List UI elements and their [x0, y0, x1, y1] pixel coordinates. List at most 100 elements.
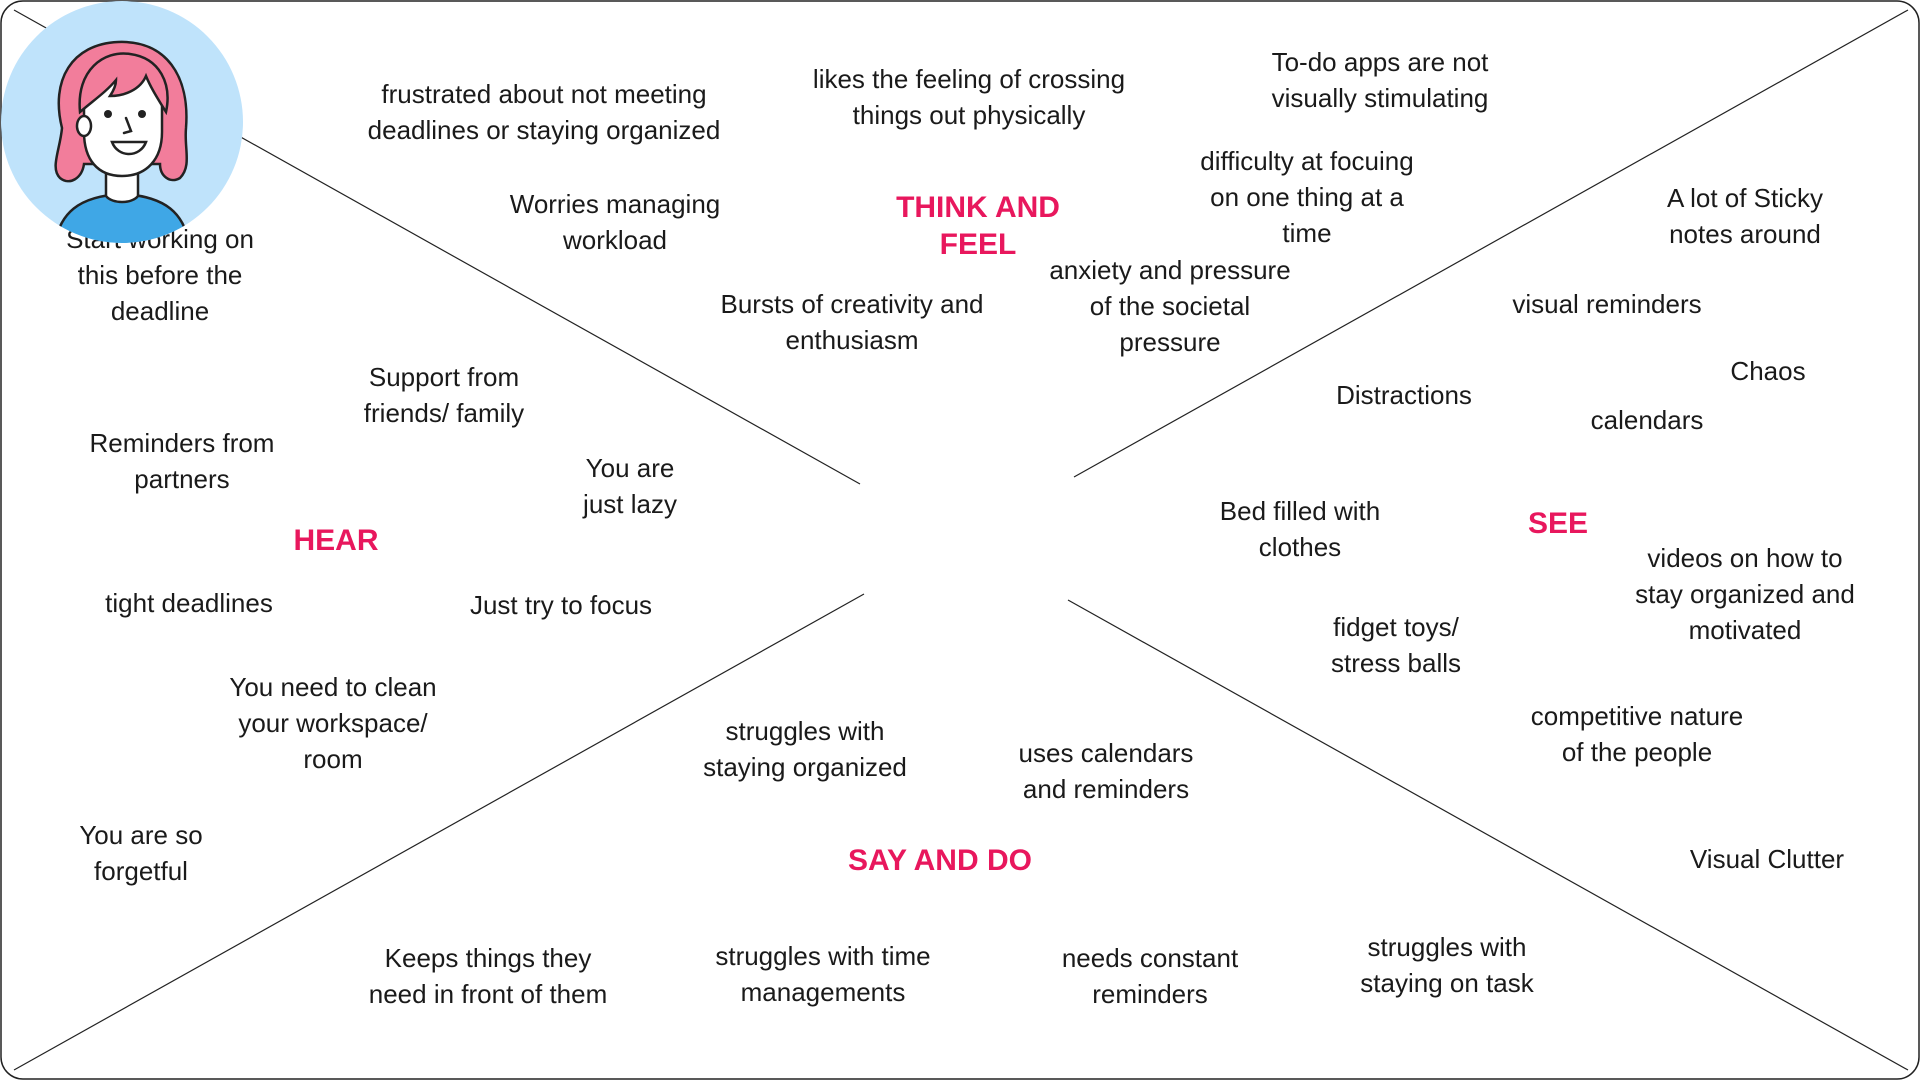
note-line: fidget toys/: [1333, 612, 1459, 642]
note-line: and reminders: [1022, 774, 1190, 804]
sticky-note: difficulty at focuing on one thing at a …: [1200, 143, 1413, 251]
note-line: Visual Clutter: [1689, 844, 1845, 874]
bangs-shape: [78, 52, 169, 116]
sticky-note: Visual Clutter: [1690, 841, 1844, 877]
note-line: on one thing at a: [1210, 182, 1404, 212]
hear-heading-line: HEAR: [293, 524, 379, 557]
note-line: deadlines or staying organized: [367, 115, 721, 145]
note-line: struggles with: [725, 716, 885, 746]
note-line: tight deadlines: [105, 588, 273, 618]
note-line: struggles with: [1367, 932, 1527, 962]
note-line: You need to clean: [229, 672, 437, 702]
note-line: room: [303, 744, 363, 774]
sticky-note: tight deadlines: [105, 585, 273, 621]
note-line: anxiety and pressure: [1049, 255, 1291, 285]
note-line: managements: [740, 977, 906, 1007]
note-line: visual reminders: [1512, 289, 1702, 319]
note-line: Bursts of creativity and: [720, 289, 984, 319]
note-line: difficulty at focuing: [1200, 146, 1414, 176]
note-line: Bed filled with: [1219, 496, 1381, 526]
note-line: staying organized: [703, 752, 907, 782]
note-line: Chaos: [1730, 356, 1806, 386]
note-line: You are so: [79, 820, 203, 850]
sticky-note: fidget toys/ stress balls: [1331, 609, 1461, 681]
hear-heading: HEAR: [293, 522, 378, 559]
note-line: just lazy: [583, 489, 677, 519]
sticky-note: struggles with staying on task: [1360, 929, 1533, 1001]
note-line: videos on how to: [1647, 543, 1843, 573]
eye-left: [104, 110, 112, 118]
sticky-note: You are just lazy: [583, 450, 677, 522]
note-line: need in front of them: [368, 979, 608, 1009]
eye-right: [138, 110, 146, 118]
note-line: forgetful: [94, 856, 188, 886]
sticky-note: struggles with staying organized: [703, 713, 907, 785]
note-line: A lot of Sticky: [1666, 183, 1824, 213]
note-line: You are: [585, 453, 675, 483]
note-line: Just try to focus: [469, 590, 653, 620]
sticky-note: Bursts of creativity and enthusiasm: [721, 286, 984, 358]
note-line: uses calendars: [1018, 738, 1194, 768]
sticky-note: You are so forgetful: [79, 817, 202, 889]
note-line: things out physically: [852, 100, 1086, 130]
note-line: motivated: [1688, 615, 1802, 645]
note-line: enthusiasm: [785, 325, 919, 355]
note-line: clothes: [1258, 532, 1342, 562]
note-line: reminders: [1092, 979, 1208, 1009]
note-line: workload: [562, 225, 668, 255]
note-line: Keeps things they: [384, 943, 592, 973]
note-line: of the people: [1561, 737, 1713, 767]
note-line: time: [1282, 218, 1332, 248]
think-feel-heading-line: FEEL: [939, 228, 1017, 261]
note-line: partners: [134, 464, 230, 494]
sticky-note: A lot of Sticky notes around: [1667, 180, 1823, 252]
mouth-shape: [110, 140, 148, 156]
sticky-note: You need to clean your workspace/ room: [229, 669, 436, 777]
note-line: calendars: [1590, 405, 1704, 435]
sticky-note: Bed filled with clothes: [1220, 493, 1380, 565]
divider-top-right: [1073, 9, 1909, 478]
note-line: frustrated about not meeting: [381, 79, 707, 109]
sticky-note: Just try to focus: [470, 587, 652, 623]
sticky-note: Support from friends/ family: [364, 359, 524, 431]
divider-bottom-right: [1067, 599, 1909, 1071]
sticky-note: anxiety and pressure of the societal pre…: [1049, 252, 1290, 360]
persona-avatar: [1, 1, 243, 243]
nose-shape: [122, 116, 133, 135]
note-line: Reminders from: [89, 428, 275, 458]
sticky-note: Chaos: [1730, 353, 1805, 389]
note-line: deadline: [110, 296, 210, 326]
sticky-note: Distractions: [1336, 377, 1472, 413]
sticky-note: videos on how to stay organized and moti…: [1635, 540, 1855, 648]
note-line: visually stimulating: [1271, 83, 1489, 113]
note-line: of the societal: [1089, 291, 1251, 321]
think-feel-heading: THINK AND FEEL: [896, 189, 1060, 263]
sticky-note: frustrated about not meeting deadlines o…: [368, 76, 721, 148]
sticky-note: uses calendars and reminders: [1019, 735, 1194, 807]
sticky-note: visual reminders: [1512, 286, 1701, 322]
note-line: struggles with time: [715, 941, 931, 971]
sticky-note: calendars: [1591, 402, 1704, 438]
note-line: needs constant: [1061, 943, 1239, 973]
see-heading: SEE: [1528, 505, 1588, 542]
sticky-note: struggles with time managements: [715, 938, 930, 1010]
note-line: competitive nature: [1530, 701, 1744, 731]
note-line: notes around: [1669, 219, 1821, 249]
note-line: Worries managing: [509, 189, 721, 219]
note-line: likes the feeling of crossing: [812, 64, 1126, 94]
sticky-note: Reminders from partners: [90, 425, 275, 497]
note-line: your workspace/: [238, 708, 428, 738]
sticky-note: competitive nature of the people: [1531, 698, 1743, 770]
note-line: Distractions: [1336, 380, 1472, 410]
say-do-heading-line: SAY AND DO: [848, 844, 1032, 877]
sticky-note: To-do apps are not visually stimulating: [1272, 44, 1489, 116]
say-do-heading: SAY AND DO: [848, 842, 1032, 879]
sticky-note: needs constant reminders: [1062, 940, 1238, 1012]
note-line: friends/ family: [363, 398, 525, 428]
ear-shape: [75, 114, 93, 138]
divider-bottom-left: [13, 593, 865, 1071]
note-line: Support from: [368, 362, 520, 392]
